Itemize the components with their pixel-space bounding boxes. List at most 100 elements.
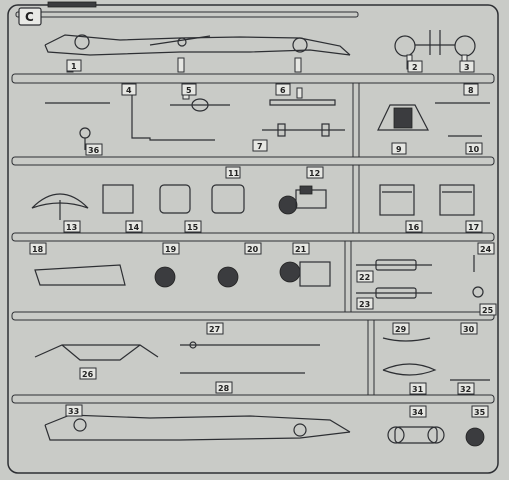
part-number-text: 18 (32, 245, 44, 254)
sprue-letter: C (25, 10, 34, 24)
part-number-text: 26 (82, 370, 94, 379)
part-number-text: 17 (468, 223, 479, 232)
part-36-knob (79, 127, 91, 150)
part-number-text: 14 (128, 223, 140, 232)
part-tag-7: 7 (252, 139, 268, 152)
part-number-text: 29 (395, 325, 407, 334)
part-29-31-32 (382, 337, 490, 381)
part-number-text: 36 (88, 146, 100, 155)
part-number-text: 5 (186, 86, 192, 95)
part-12-pump (278, 185, 327, 215)
sprue-frame-outer (7, 4, 499, 474)
part-number-text: 12 (309, 169, 320, 178)
part-number-text: 2 (412, 63, 418, 72)
part-number-text: 31 (412, 385, 424, 394)
part-number-text: 22 (359, 273, 370, 282)
part-tag-11: 11 (225, 166, 241, 179)
part-number-text: 32 (460, 385, 471, 394)
part-number-text: 20 (247, 245, 259, 254)
part-tag-2: 2 (407, 60, 423, 73)
part-tag-23: 23 (356, 297, 374, 310)
part-22-23-cylinders (356, 259, 432, 299)
part-number-text: 21 (295, 245, 307, 254)
part-number-text: 30 (463, 325, 475, 334)
part-tag-6: 6 (275, 83, 291, 96)
part-tag-30: 30 (460, 322, 478, 335)
part-tag-5: 5 (181, 83, 197, 96)
part-33-frame-rail (44, 414, 351, 441)
part-tag-3: 3 (459, 60, 475, 73)
manufacturer-code-plate (47, 1, 97, 8)
part-tag-25: 25 (479, 303, 497, 316)
part-number-text: 35 (474, 408, 486, 417)
part-tag-10: 10 (465, 142, 483, 155)
part-tag-27: 27 (206, 322, 224, 335)
part-tag-8: 8 (463, 83, 479, 96)
part-tag-13: 13 (63, 220, 81, 233)
part-number-text: 8 (468, 86, 474, 95)
part-tag-17: 17 (465, 220, 483, 233)
part-24-25-small-rings (472, 255, 484, 298)
part-tag-32: 32 (457, 382, 475, 395)
part-13-steering-wheel (31, 193, 89, 220)
part-tag-26: 26 (79, 367, 97, 380)
part-tag-16: 16 (405, 220, 423, 233)
part-tag-34: 34 (409, 405, 427, 418)
part-14-15-11-panels (102, 184, 245, 214)
part-tag-22: 22 (356, 270, 374, 283)
part-tag-31: 31 (409, 382, 427, 395)
part-number-text: 24 (480, 245, 492, 254)
part-number-text: 23 (359, 300, 370, 309)
part-tag-36: 36 (85, 143, 103, 156)
part-tag-14: 14 (125, 220, 143, 233)
part-tag-1: 1 (66, 59, 82, 72)
part-number-tags: 1 2 3 4 5 6 7 8 9 10 11 12 13 14 15 16 1… (29, 59, 497, 418)
part-34-35-wheels (387, 426, 485, 447)
part-number-text: 19 (165, 245, 177, 254)
part-tag-20: 20 (244, 242, 262, 255)
part-number-text: 13 (66, 223, 77, 232)
part-number-text: 16 (408, 223, 420, 232)
part-number-text: 28 (218, 384, 230, 393)
part-tag-28: 28 (215, 381, 233, 394)
part-tag-18: 18 (29, 242, 47, 255)
part-tag-12: 12 (306, 166, 324, 179)
part-5-shackle (170, 84, 230, 112)
part-tag-24: 24 (477, 242, 495, 255)
part-number-text: 33 (68, 407, 79, 416)
part-number-text: 3 (464, 63, 470, 72)
part-27-28-rods (180, 341, 320, 374)
part-tag-15: 15 (184, 220, 202, 233)
part-1-frame-rail (44, 34, 351, 73)
part-tag-19: 19 (162, 242, 180, 255)
part-6-plate (269, 87, 336, 106)
part-tag-33: 33 (65, 404, 83, 417)
part-18-cover (34, 264, 126, 286)
part-tag-9: 9 (391, 142, 407, 155)
part-tag-21: 21 (292, 242, 310, 255)
part-tag-35: 35 (471, 405, 489, 418)
part-number-text: 9 (396, 145, 402, 154)
part-number-text: 15 (187, 223, 199, 232)
part-8-10-small (435, 102, 490, 137)
part-number-text: 25 (482, 306, 494, 315)
part-number-text: 1 (71, 62, 77, 71)
part-number-text: 11 (228, 169, 240, 178)
part-number-text: 4 (126, 86, 132, 95)
part-number-text: 34 (412, 408, 424, 417)
part-9-box (377, 104, 429, 131)
part-tag-29: 29 (392, 322, 410, 335)
part-7-bar (262, 123, 345, 137)
part-number-text: 27 (209, 325, 220, 334)
part-number-text: 6 (280, 86, 286, 95)
sprue-letter-label: C (18, 7, 42, 26)
part-16-17-tanks (379, 184, 475, 216)
part-number-text: 10 (468, 145, 480, 154)
part-tag-4: 4 (121, 83, 137, 96)
part-26-axle-bracket (34, 344, 159, 361)
part-number-text: 7 (257, 142, 263, 151)
part-19-20-21-hubs (154, 261, 331, 288)
runner-lines (11, 11, 495, 404)
